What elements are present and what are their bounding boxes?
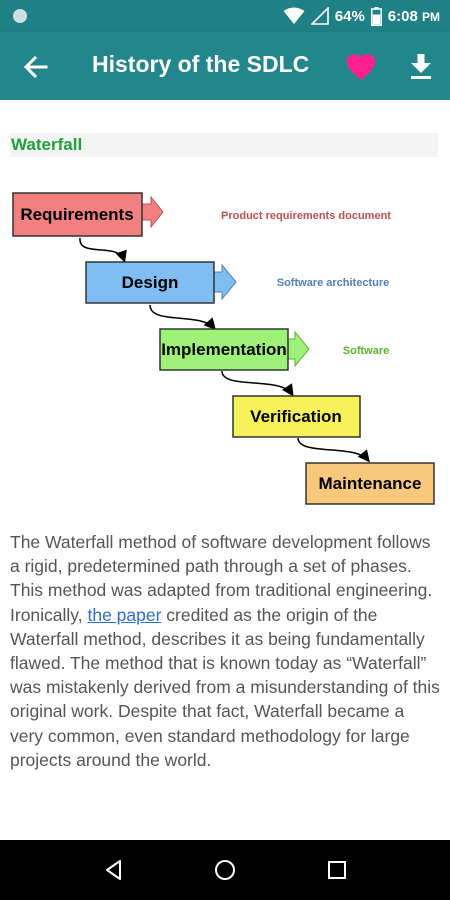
download-icon xyxy=(411,54,431,79)
back-button[interactable] xyxy=(20,51,52,83)
phase-label: Maintenance xyxy=(319,474,422,493)
waterfall-diagram: Requirements Product requirements docume… xyxy=(12,192,435,505)
phase-label: Verification xyxy=(250,407,342,426)
connector xyxy=(79,237,127,263)
phase-label: Implementation xyxy=(161,340,287,359)
phase-label: Design xyxy=(122,273,179,292)
phase-implementation-box xyxy=(159,328,289,371)
phase-output-arrow xyxy=(213,263,237,301)
wifi-icon xyxy=(283,7,305,24)
phase-label: Requirements xyxy=(20,205,133,224)
cell-signal-icon xyxy=(310,7,329,25)
nav-recents-button[interactable] xyxy=(325,858,349,882)
status-indicators: 64% 6:08 PM xyxy=(283,0,440,32)
battery-percent: 64% xyxy=(334,7,365,25)
article-paragraph: The Waterfall method of software develop… xyxy=(10,530,440,772)
paragraph-text: credited as the origin of the Waterfall … xyxy=(10,604,440,770)
nav-home-button[interactable] xyxy=(213,858,237,882)
battery-icon xyxy=(370,6,382,26)
article-content: Waterfall Requirements Product requireme… xyxy=(0,100,450,840)
phase-verification-box xyxy=(232,395,361,438)
section-heading-text: Waterfall xyxy=(11,135,83,154)
nav-home-icon xyxy=(215,860,235,880)
phase-output-label: Product requirements document xyxy=(221,210,391,222)
nav-back-button[interactable] xyxy=(102,858,126,882)
system-nav-bar xyxy=(0,840,450,900)
phase-output-label: Software architecture xyxy=(277,277,389,289)
clock-ampm: PM xyxy=(422,9,440,24)
phase-output-label: Software xyxy=(343,345,389,357)
connector xyxy=(221,370,294,397)
paper-link[interactable]: the paper xyxy=(87,604,162,625)
arrow-back-icon xyxy=(23,55,48,79)
phase-design-box xyxy=(85,261,215,304)
clock: 6:08 PM xyxy=(388,8,440,25)
favorite-button[interactable] xyxy=(344,50,378,84)
paragraph-text: The Waterfall method of software develop… xyxy=(10,532,433,625)
nav-back-icon xyxy=(106,860,121,880)
phase-requirements-box xyxy=(12,192,143,237)
status-bar: 64% 6:08 PM xyxy=(0,0,450,32)
page-title: History of the SDLC xyxy=(92,51,310,77)
phase-output-arrow xyxy=(141,195,164,229)
notification-icon xyxy=(13,9,27,23)
download-button[interactable] xyxy=(406,50,436,84)
heart-icon xyxy=(346,54,376,81)
phase-output-arrow xyxy=(287,330,310,368)
connector xyxy=(297,437,370,463)
connector xyxy=(149,304,216,331)
phase-maintenance-box xyxy=(305,462,435,505)
clock-time: 6:08 xyxy=(387,7,418,25)
app-bar: History of the SDLC xyxy=(0,32,450,100)
section-heading: Waterfall xyxy=(10,133,438,157)
nav-recents-icon xyxy=(328,861,346,879)
